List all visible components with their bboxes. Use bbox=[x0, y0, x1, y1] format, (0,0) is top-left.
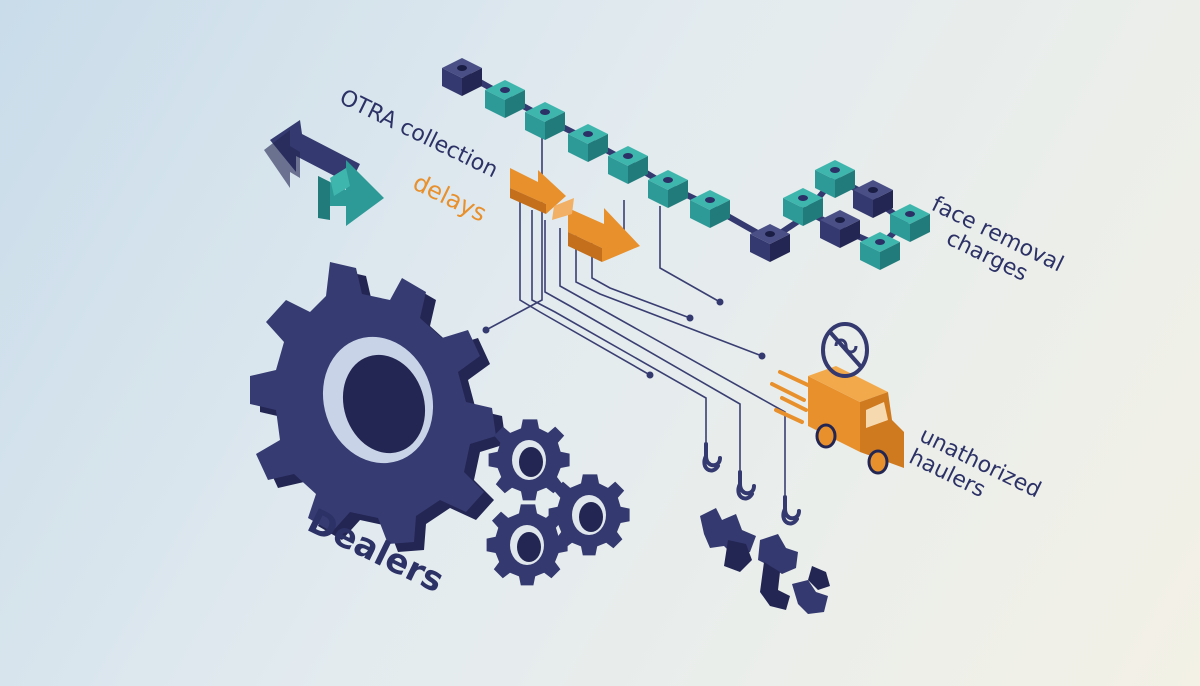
gear-icon bbox=[486, 504, 568, 586]
prohibited-sign-icon bbox=[821, 322, 869, 378]
crane-hook-icon bbox=[702, 442, 801, 526]
delivery-truck-icon bbox=[770, 366, 904, 475]
blockchain-cube-icon bbox=[783, 188, 823, 226]
blockchain-cube-icon bbox=[820, 210, 860, 248]
blockchain-cube-icon bbox=[690, 190, 730, 228]
blockchain-cube-icon bbox=[442, 58, 482, 96]
delay-arrows-icon bbox=[510, 168, 640, 262]
blockchain-chain bbox=[442, 58, 930, 270]
connector-nodes bbox=[482, 298, 766, 379]
broken-gear-icon bbox=[700, 508, 830, 614]
connector-lines bbox=[485, 122, 786, 495]
bidirectional-arrows-icon bbox=[264, 120, 384, 226]
gear-icon bbox=[250, 262, 506, 552]
